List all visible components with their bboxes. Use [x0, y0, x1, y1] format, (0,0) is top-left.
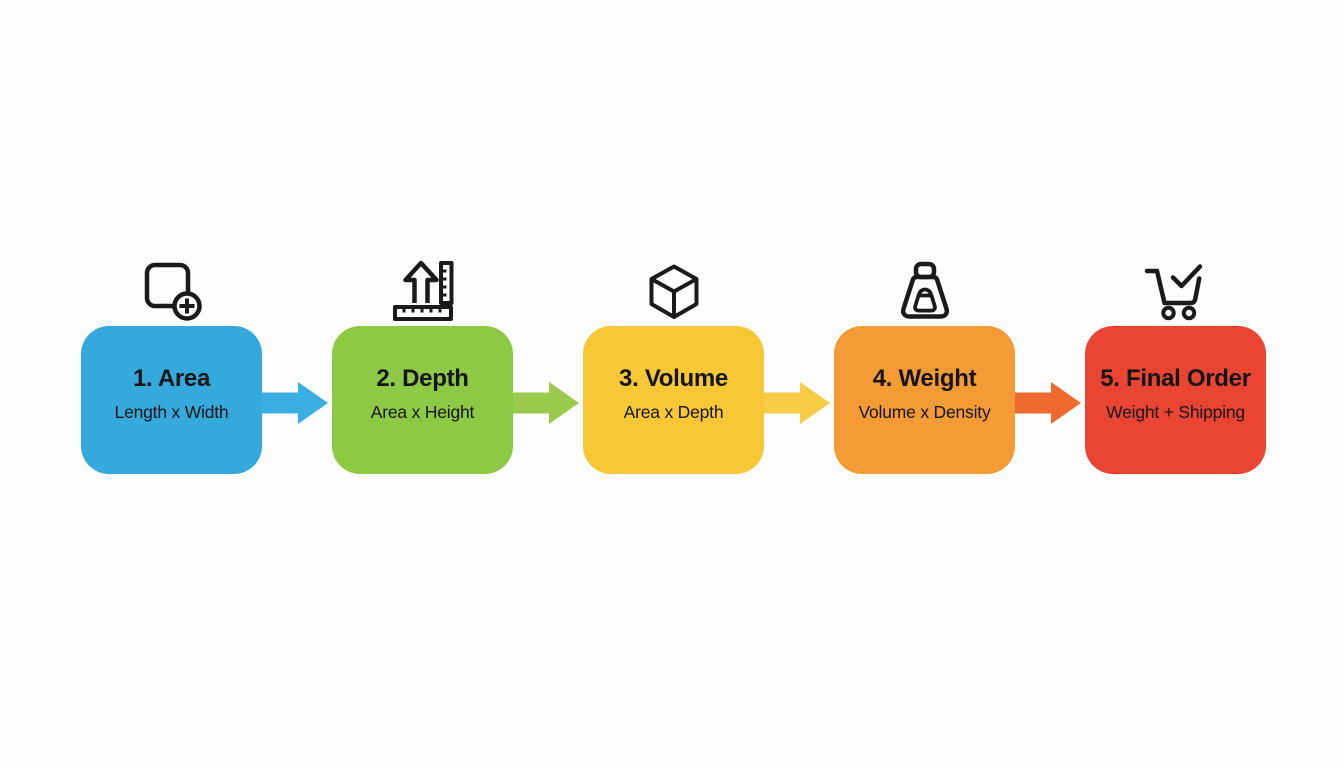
- weight-box: 4. Weight Volume x Density: [834, 326, 1015, 474]
- step-title: 3. Volume: [619, 365, 728, 392]
- arrow-volume-to-weight: [764, 382, 830, 424]
- step-subtitle: Area x Depth: [623, 402, 724, 422]
- step-title: 1. Area: [132, 365, 211, 392]
- step-area: 1. Area Length x Width: [81, 256, 262, 474]
- step-subtitle: Length x Width: [114, 402, 229, 422]
- arrow-weight-to-final-order: [1015, 382, 1081, 424]
- depth-box: 2. Depth Area x Height: [332, 326, 513, 474]
- cart-check-icon: [1142, 256, 1210, 326]
- cube-icon: [646, 256, 702, 326]
- height-ruler-icon: [391, 256, 455, 326]
- step-depth: 2. Depth Area x Height: [332, 256, 513, 474]
- step-volume: 3. Volume Area x Depth: [583, 256, 764, 474]
- step-title: 2. Depth: [376, 365, 469, 392]
- step-subtitle: Area x Height: [370, 402, 475, 422]
- step-title: 5. Final Order: [1100, 365, 1251, 392]
- step-final-order: 5. Final Order Weight + Shipping: [1085, 256, 1266, 474]
- area-box: 1. Area Length x Width: [81, 326, 262, 474]
- add-area-icon: [141, 256, 203, 326]
- weight-icon: [895, 256, 955, 326]
- arrow-depth-to-volume: [513, 382, 579, 424]
- step-subtitle: Weight + Shipping: [1106, 402, 1245, 422]
- final-order-box: 5. Final Order Weight + Shipping: [1085, 326, 1266, 474]
- step-weight: 4. Weight Volume x Density: [834, 256, 1015, 474]
- step-title: 4. Weight: [872, 365, 977, 392]
- step-subtitle: Volume x Density: [858, 402, 991, 422]
- flow-steps-row: 1. Area Length x Width: [81, 256, 1266, 474]
- arrow-area-to-depth: [262, 382, 328, 424]
- volume-box: 3. Volume Area x Depth: [583, 326, 764, 474]
